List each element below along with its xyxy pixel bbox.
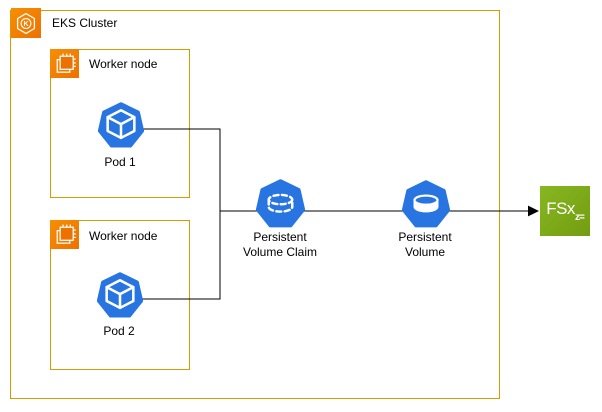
worker-node-1-container: [50, 49, 190, 198]
pod-1-label: Pod 1: [104, 155, 136, 169]
pv-label-line1: Persistent: [398, 230, 452, 244]
persistent-volume-claim-icon: [256, 179, 305, 228]
worker-node-chip-icon: [50, 220, 79, 249]
eks-cluster-container: [10, 10, 500, 399]
worker-node-2-container: [50, 220, 190, 370]
pods-junction-line: [120, 128, 221, 300]
eks-cluster-icon: K: [11, 8, 41, 38]
fsx-label: FSx: [546, 198, 575, 218]
fsx-openzfs-icon: FSxz=: [540, 186, 590, 236]
eks-cluster-label: EKS Cluster: [52, 16, 118, 30]
worker-node-chip-icon: [50, 49, 79, 78]
pv-label-line2: Volume: [404, 245, 446, 259]
persistent-volume-label: Persistent Volume: [375, 230, 475, 260]
worker-node-1-label: Worker node: [89, 57, 158, 71]
worker-node-2-label: Worker node: [89, 229, 158, 243]
pod-2-icon: [97, 272, 143, 318]
pod-1-icon: [98, 102, 144, 148]
persistent-volume-icon: [402, 180, 450, 228]
pod-2-label: Pod 2: [103, 324, 135, 338]
eks-icon-letter: K: [23, 21, 28, 28]
pvc-label-line2: Volume Claim: [242, 245, 318, 259]
fsx-zfs-sub-label: z=: [574, 211, 585, 223]
arrowhead-icon: [528, 205, 539, 217]
persistent-volume-claim-label: Persistent Volume Claim: [230, 230, 330, 260]
pvc-label-line1: Persistent: [253, 230, 307, 244]
